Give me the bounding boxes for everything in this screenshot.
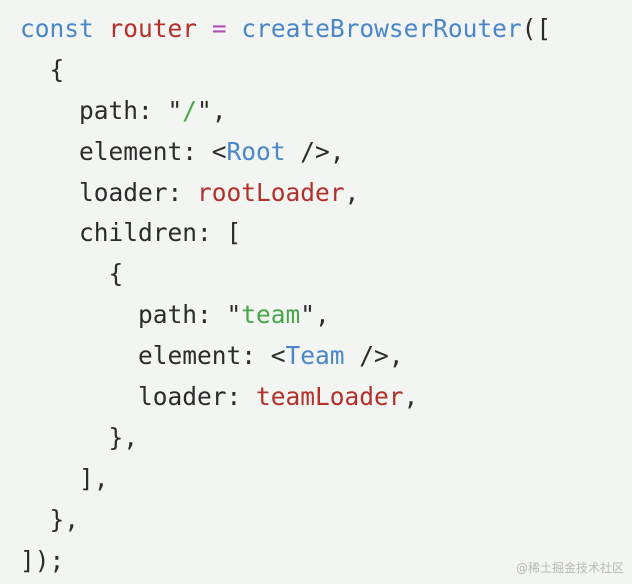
code-token: path: xyxy=(20,300,227,330)
code-token: ], xyxy=(20,463,109,493)
code-line: }, xyxy=(20,418,632,459)
code-token: element: < xyxy=(20,136,227,166)
code-token: ", xyxy=(300,300,330,330)
code-line: element: <Team />, xyxy=(20,336,632,377)
code-token: ([ xyxy=(521,14,552,43)
code-token: = xyxy=(211,14,227,43)
code-token: { xyxy=(20,54,65,84)
watermark: @稀土掘金技术社区 xyxy=(515,561,624,575)
code-line: element: <Root />, xyxy=(20,132,632,173)
code-token: Root xyxy=(226,136,286,166)
code-line: }, xyxy=(20,500,632,541)
code-token: const xyxy=(20,14,94,43)
code-token: element: < xyxy=(20,341,286,371)
code-line: path: "team", xyxy=(20,295,632,336)
code-token: createBrowserRouter xyxy=(241,14,522,43)
code-token: children: [ xyxy=(20,218,242,248)
code-token: , xyxy=(403,382,419,412)
code-token: router xyxy=(108,14,198,43)
code-token: loader: xyxy=(20,177,198,207)
code-line: { xyxy=(20,50,632,91)
code-token: }, xyxy=(20,422,139,452)
code-token: ", xyxy=(197,95,227,125)
code-line: loader: teamLoader, xyxy=(20,377,632,418)
code-token xyxy=(94,14,109,43)
code-token: " xyxy=(167,95,183,125)
code-token xyxy=(197,14,212,43)
code-token: path: xyxy=(20,95,168,125)
code-token: ]); xyxy=(20,545,65,575)
code-token: loader: xyxy=(20,382,257,412)
code-line: { xyxy=(20,254,632,295)
code-line: path: "/", xyxy=(20,91,632,132)
code-token: }, xyxy=(20,504,80,534)
code-line: children: [ xyxy=(20,213,632,254)
code-token: />, xyxy=(285,136,345,166)
code-token: team xyxy=(241,300,301,330)
code-token: / xyxy=(182,95,198,125)
code-token: , xyxy=(344,177,360,207)
code-line: ]); xyxy=(20,541,632,582)
code-token: " xyxy=(226,300,242,330)
code-lines: const router = createBrowserRouter([ { p… xyxy=(20,9,632,581)
code-token: />, xyxy=(344,341,404,371)
code-token xyxy=(227,14,242,43)
code-line: const router = createBrowserRouter([ xyxy=(20,9,632,50)
code-line: loader: rootLoader, xyxy=(20,173,632,214)
code-line: ], xyxy=(20,459,632,500)
code-token: teamLoader xyxy=(256,382,404,412)
code-token: rootLoader xyxy=(197,177,345,207)
code-token: Team xyxy=(285,341,345,371)
code-token: { xyxy=(20,259,124,289)
